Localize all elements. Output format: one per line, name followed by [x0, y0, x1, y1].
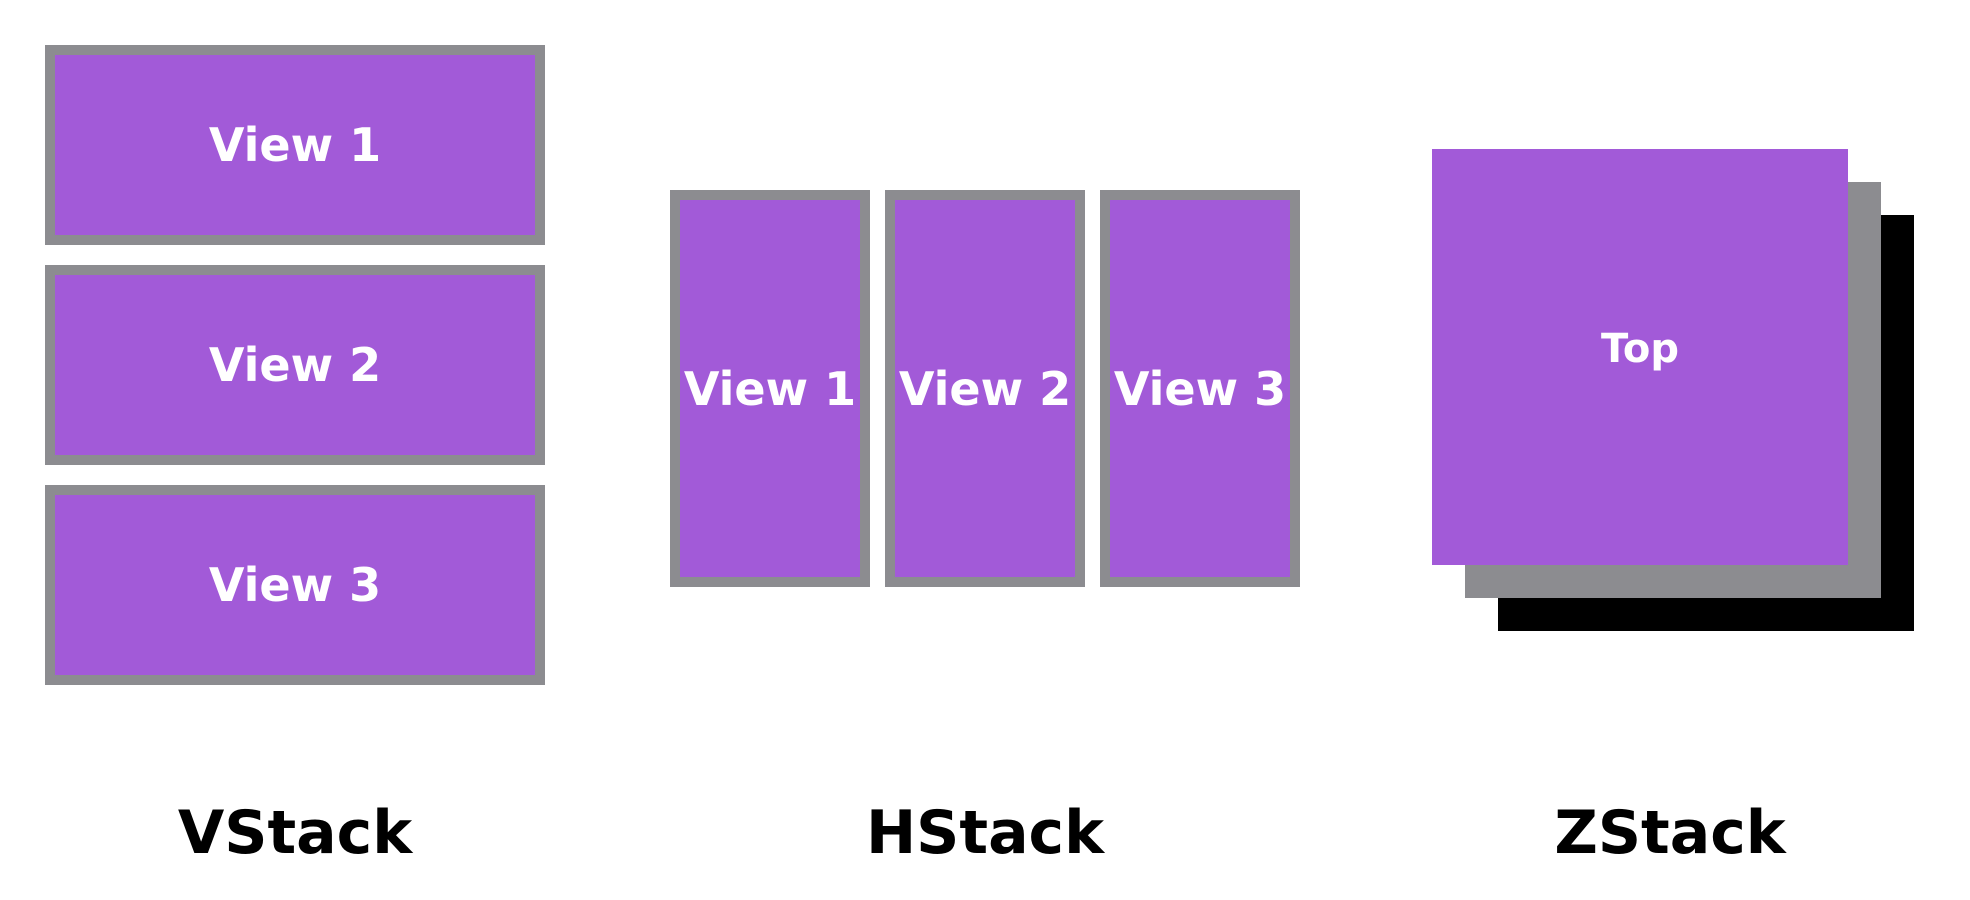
hstack-caption: HStack — [865, 798, 1105, 868]
vstack-view-1-label: View 1 — [208, 118, 382, 172]
vstack-view-1: View 1 — [45, 45, 545, 245]
zstack-top-layer: Top — [1432, 149, 1848, 565]
hstack-view-2: View 2 — [885, 190, 1085, 587]
hstack-view-1: View 1 — [670, 190, 870, 587]
vstack-caption: VStack — [177, 798, 413, 868]
vstack-view-3: View 3 — [45, 485, 545, 685]
hstack-view-3-label: View 3 — [1113, 361, 1287, 416]
vstack-view-2-label: View 2 — [208, 338, 382, 392]
vstack-view-2: View 2 — [45, 265, 545, 465]
hstack-view-3: View 3 — [1100, 190, 1300, 587]
zstack-caption: ZStack — [1554, 798, 1786, 868]
hstack-view-2-label: View 2 — [898, 361, 1072, 416]
vstack-view-3-label: View 3 — [208, 558, 382, 612]
zstack-top-label: Top — [1600, 326, 1680, 372]
hstack-view-1-label: View 1 — [683, 361, 857, 416]
